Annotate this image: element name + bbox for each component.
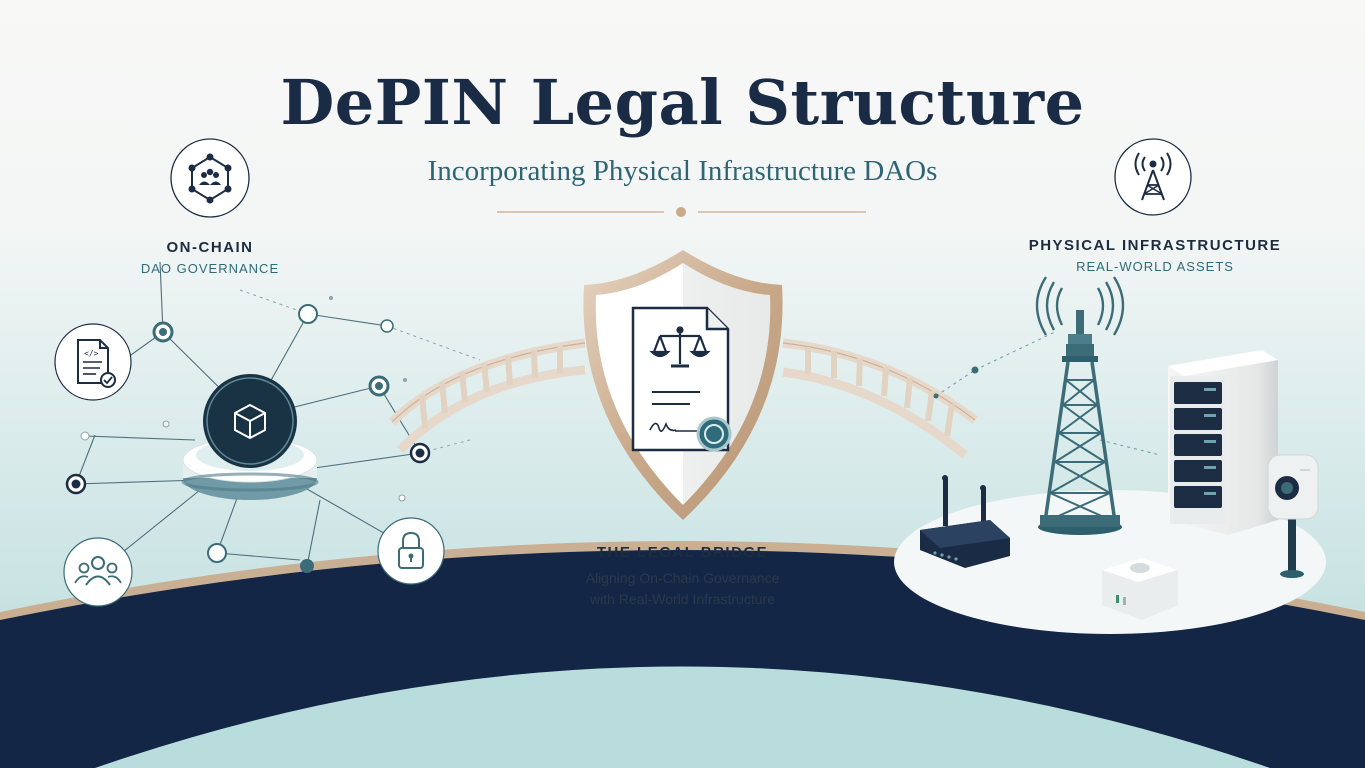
smart-contract-icon: </> xyxy=(54,323,132,401)
svg-text:</>: </> xyxy=(84,349,99,358)
blockchain-cube-icon xyxy=(203,374,297,468)
dao-network-icon xyxy=(170,138,250,218)
community-icon xyxy=(63,537,133,607)
center-caption-line2: with Real-World Infrastructure xyxy=(590,591,775,607)
legal-bridge xyxy=(388,338,978,459)
network-nodes xyxy=(65,296,431,573)
server-rack-icon xyxy=(1168,350,1278,535)
left-heading: ON-CHAIN xyxy=(166,239,254,256)
radio-tower-icon xyxy=(1114,138,1192,216)
center-caption-line1: Aligning On-Chain Governance xyxy=(585,570,780,586)
page-subtitle: Incorporating Physical Infrastructure DA… xyxy=(427,155,938,187)
radio-tower-icon xyxy=(1035,276,1125,535)
left-subheading: DAO GOVERNANCE xyxy=(140,261,280,276)
right-heading: PHYSICAL INFRASTRUCTURE xyxy=(1028,237,1282,254)
hub-device-icon xyxy=(1102,558,1178,620)
scales-icon xyxy=(649,326,711,368)
title-divider xyxy=(497,207,866,217)
router-icon xyxy=(920,475,1010,568)
right-subheading: REAL-WORLD ASSETS xyxy=(1076,259,1234,274)
sensor-icon xyxy=(1267,454,1319,578)
page-title: DePIN Legal Structure xyxy=(280,66,1085,139)
center-heading: THE LEGAL BRIDGE xyxy=(596,544,769,561)
lock-icon xyxy=(377,517,445,585)
